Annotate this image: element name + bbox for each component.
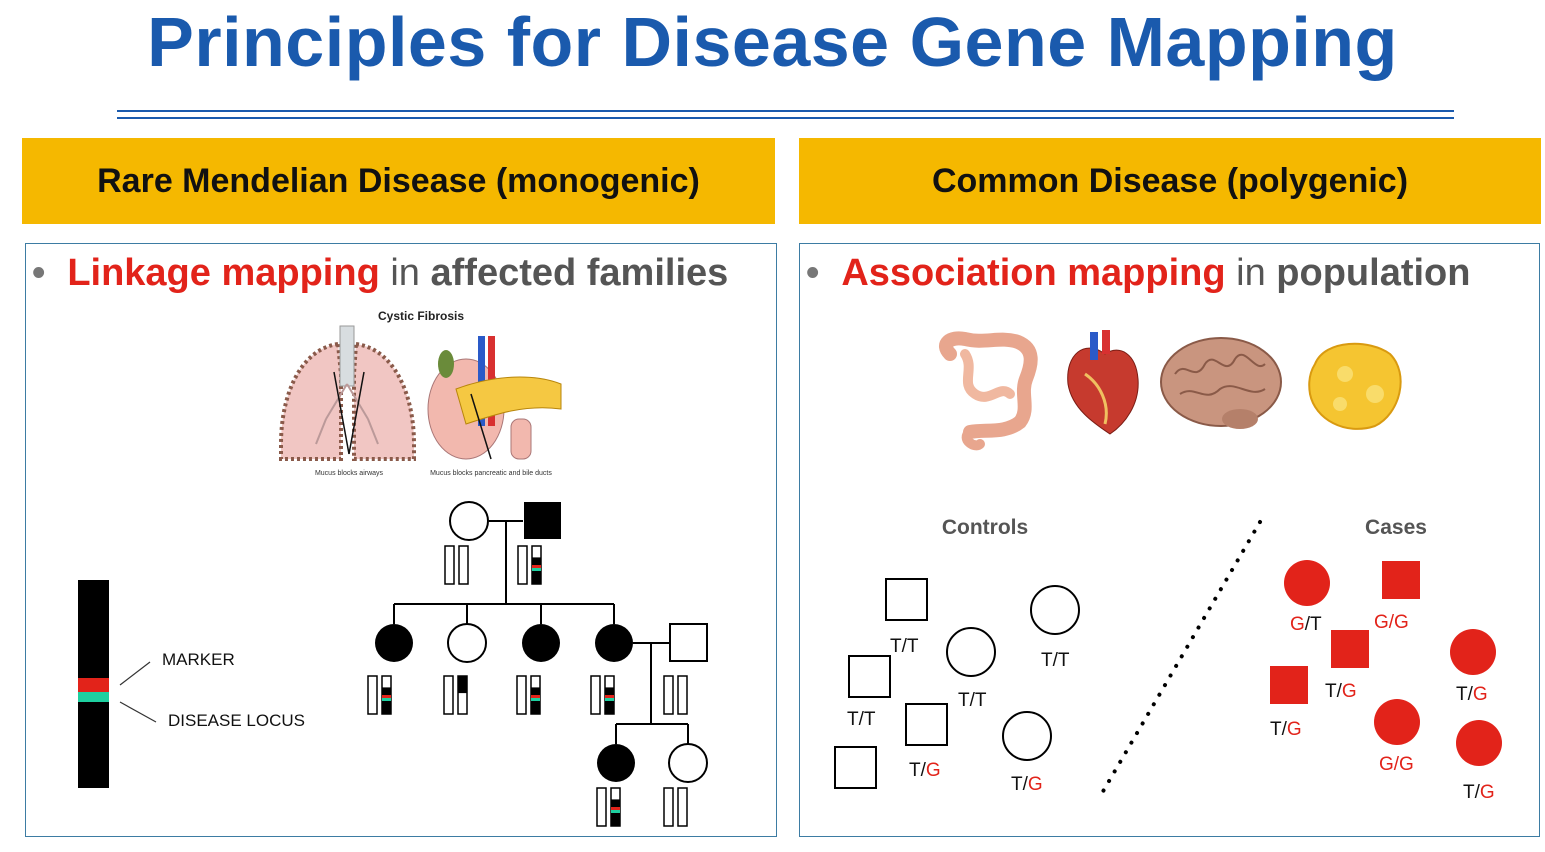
inherited-segment xyxy=(458,676,467,694)
chromosome-bar xyxy=(444,545,455,585)
marker-band xyxy=(382,695,391,698)
genotype-label: T/G xyxy=(1011,774,1043,795)
disease-locus-band xyxy=(605,698,614,701)
right-header: Common Disease (polygenic) xyxy=(799,138,1541,224)
disease-locus-band xyxy=(382,698,391,701)
left-bullet: •Linkage mapping in affected families xyxy=(32,252,729,294)
chromosome-bar xyxy=(458,545,469,585)
genotype-label: T/T xyxy=(958,690,987,711)
heart-icon xyxy=(1067,330,1139,435)
marker-band xyxy=(531,695,540,698)
pedigree xyxy=(393,520,689,744)
chromosome-bar xyxy=(443,675,454,715)
chromosome-bar xyxy=(677,787,688,827)
genotype-label: T/T xyxy=(847,709,876,730)
child-2-unaffected xyxy=(447,623,487,663)
case-individual xyxy=(1450,629,1496,675)
genotype-label: G/G xyxy=(1374,612,1409,633)
genotype-label: G/G xyxy=(1379,754,1414,775)
disease-locus-band xyxy=(611,810,620,813)
genotype-label: T/G xyxy=(1270,719,1302,740)
control-individual xyxy=(885,578,928,621)
genotype-label: T/G xyxy=(1325,681,1357,702)
case-individual xyxy=(1456,720,1502,766)
control-individual xyxy=(1002,711,1052,761)
marker-band xyxy=(605,695,614,698)
controls-label: Controls xyxy=(942,516,1028,539)
right-panel: •Association mapping in population Contr… xyxy=(799,243,1540,837)
marker-band xyxy=(611,807,620,810)
chromosome-bar xyxy=(367,675,378,715)
case-individual xyxy=(1270,666,1308,704)
genotype-label: G/T xyxy=(1290,614,1322,635)
case-individual xyxy=(1284,560,1330,606)
title-rule-bottom xyxy=(117,117,1454,119)
grandmother-unaffected xyxy=(449,501,489,541)
marker-band xyxy=(532,565,541,568)
brain-icon xyxy=(1160,337,1282,429)
caption-pancreas: Mucus blocks pancreatic and bile ducts xyxy=(430,470,552,477)
spouse-unaffected xyxy=(669,623,708,662)
genotype-label: T/T xyxy=(890,636,919,657)
left-diagram: Cystic Fibrosis Mucus blocks airways Muc… xyxy=(78,309,708,827)
genotype-label: T/T xyxy=(1041,650,1070,671)
left-panel: •Linkage mapping in affected families Cy… xyxy=(25,243,777,837)
divider-dots xyxy=(1096,520,1262,802)
right-bullet: •Association mapping in population xyxy=(806,252,1471,294)
disease-locus-band xyxy=(78,692,109,702)
caption-lungs: Mucus blocks airways xyxy=(315,470,384,477)
grandchild-2-unaffected xyxy=(668,743,708,783)
marker-band xyxy=(78,678,109,692)
chromosome-bar xyxy=(516,675,527,715)
chromosome-bar xyxy=(663,787,674,827)
chromosome-bar xyxy=(590,675,601,715)
control-individual xyxy=(905,703,948,746)
case-individual xyxy=(1331,630,1369,668)
grandchild-1-affected xyxy=(597,744,635,782)
intestine-icon xyxy=(939,331,1038,451)
page-title: Principles for Disease Gene Mapping xyxy=(147,3,1398,81)
genotype-label: T/G xyxy=(1463,782,1495,803)
marker-label: MARKER xyxy=(162,650,235,669)
disease-locus-band xyxy=(532,568,541,571)
left-header: Rare Mendelian Disease (monogenic) xyxy=(22,138,775,224)
pancreas-icon xyxy=(427,336,562,460)
right-diagram: Controls Cases T/T T/T T/T T/T T/G T/G G… xyxy=(834,330,1502,803)
control-individual xyxy=(946,627,996,677)
disease-locus-label: DISEASE LOCUS xyxy=(168,711,305,730)
grandfather-affected xyxy=(524,502,561,539)
child-1-affected xyxy=(375,624,413,662)
case-individual xyxy=(1374,699,1420,745)
cases-label: Cases xyxy=(1365,516,1427,539)
control-individual xyxy=(848,655,891,698)
control-individual xyxy=(834,746,877,789)
chromosome-bar xyxy=(517,545,528,585)
genotype-label: T/G xyxy=(909,760,941,781)
fat-tissue-icon xyxy=(1308,342,1402,430)
lungs-icon xyxy=(279,325,416,461)
figure-title: Cystic Fibrosis xyxy=(378,309,464,323)
chromosome-pairs xyxy=(367,545,688,827)
case-individual xyxy=(1382,561,1420,599)
child-3-affected xyxy=(522,624,560,662)
genotype-label: T/G xyxy=(1456,684,1488,705)
disease-locus-band xyxy=(531,698,540,701)
child-4-affected xyxy=(595,624,633,662)
chromosome-bar xyxy=(596,787,607,827)
title-rule-top xyxy=(117,110,1454,112)
control-individual xyxy=(1030,585,1080,635)
chromosome-bar xyxy=(677,675,688,715)
chromosome-bar xyxy=(663,675,674,715)
